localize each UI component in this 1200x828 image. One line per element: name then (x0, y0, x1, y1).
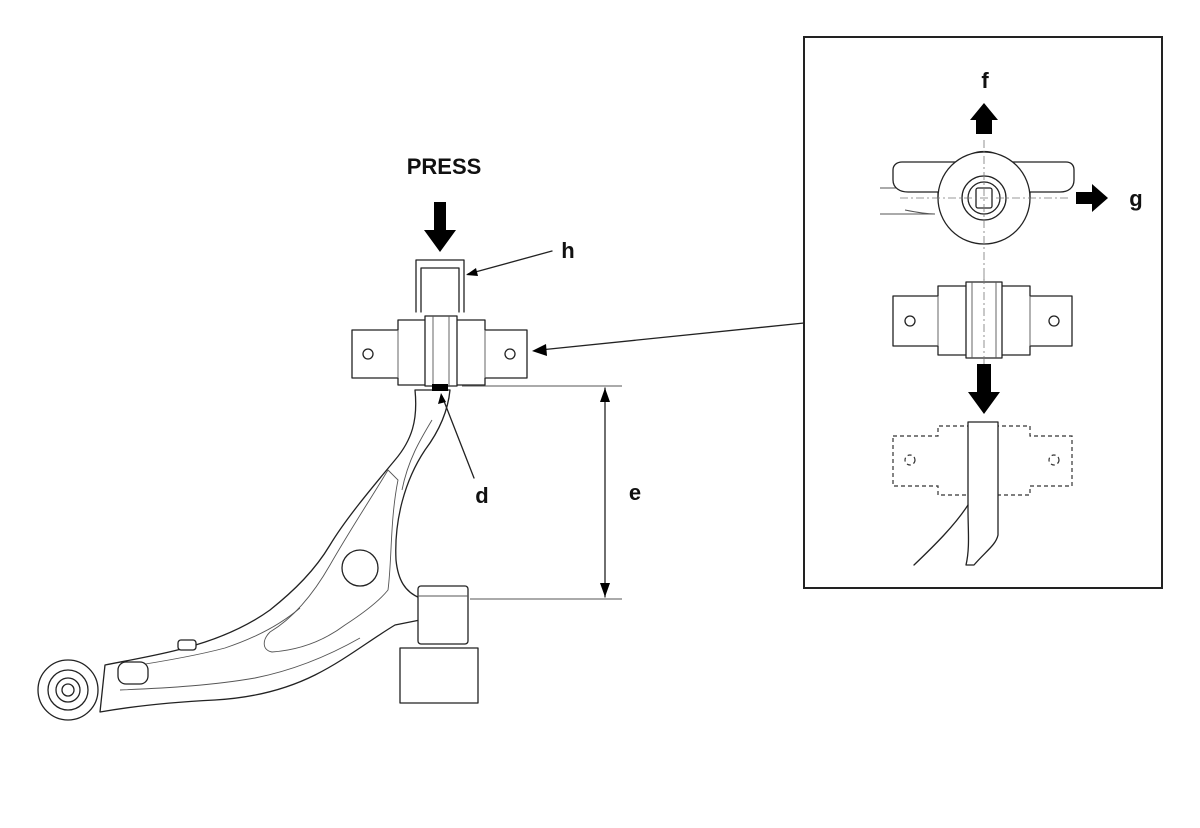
label-h: h (561, 238, 574, 263)
d-leader-head (438, 393, 446, 404)
press-arrow (424, 202, 456, 252)
detail-dashed-hole-r (1048, 454, 1060, 466)
dim-e-arrow-bottom (600, 583, 610, 597)
arm-outline (99, 389, 451, 713)
detail-callout-arrow (532, 344, 547, 356)
press-tool-outer (415, 259, 465, 313)
detail-side-hole-r (1048, 315, 1060, 327)
ball-joint-center (61, 683, 75, 697)
arm-hole (341, 549, 379, 587)
arm-upper-edge (119, 607, 301, 669)
detail-installed-view (892, 421, 1073, 566)
lower-control-arm (37, 389, 451, 721)
d-leader (441, 395, 475, 479)
label-e: e (629, 480, 641, 505)
dimension-e (462, 385, 622, 600)
arm-boss (117, 661, 149, 685)
press-tool (415, 202, 465, 313)
f-arrow (970, 103, 998, 134)
arm-inner-recess (263, 469, 399, 653)
detail-side-hole-l (904, 315, 916, 327)
rear-bushing-block (399, 647, 479, 704)
rear-bushing (399, 585, 479, 704)
detail-arm-section (965, 421, 999, 566)
ball-joint-inner (55, 677, 81, 703)
h-leader-head (466, 268, 478, 276)
ball-joint-mid (47, 669, 89, 711)
front-bushing-bracket (351, 315, 528, 391)
detail-dashed-hole-l (904, 454, 916, 466)
detail-down-arrow (968, 364, 1000, 414)
detail-bushing-top-view (880, 140, 1075, 280)
ball-joint-outer (37, 659, 99, 721)
dim-e-arrow-top (600, 388, 610, 402)
arm-tab (177, 639, 197, 651)
bracket-hole-left (362, 348, 374, 360)
label-d: d (475, 483, 488, 508)
bracket-hole-right (504, 348, 516, 360)
detail-bushing-side-view (892, 276, 1073, 364)
rear-bushing-body (417, 585, 469, 645)
press-tool-inner (420, 267, 460, 313)
arm-lower-edge (119, 637, 361, 691)
h-leader (467, 250, 553, 275)
detail-dashed-bracket (892, 425, 1073, 496)
arm-inner-edge (401, 419, 433, 491)
press-label: PRESS (407, 154, 482, 179)
bushing-d-mark (432, 384, 448, 391)
label-g: g (1129, 186, 1142, 211)
detail-arm-left-edge (913, 504, 969, 566)
g-arrow (1076, 184, 1108, 212)
detail-callout-line (539, 322, 805, 351)
bushing-sleeve (424, 315, 458, 387)
label-f: f (981, 68, 989, 93)
